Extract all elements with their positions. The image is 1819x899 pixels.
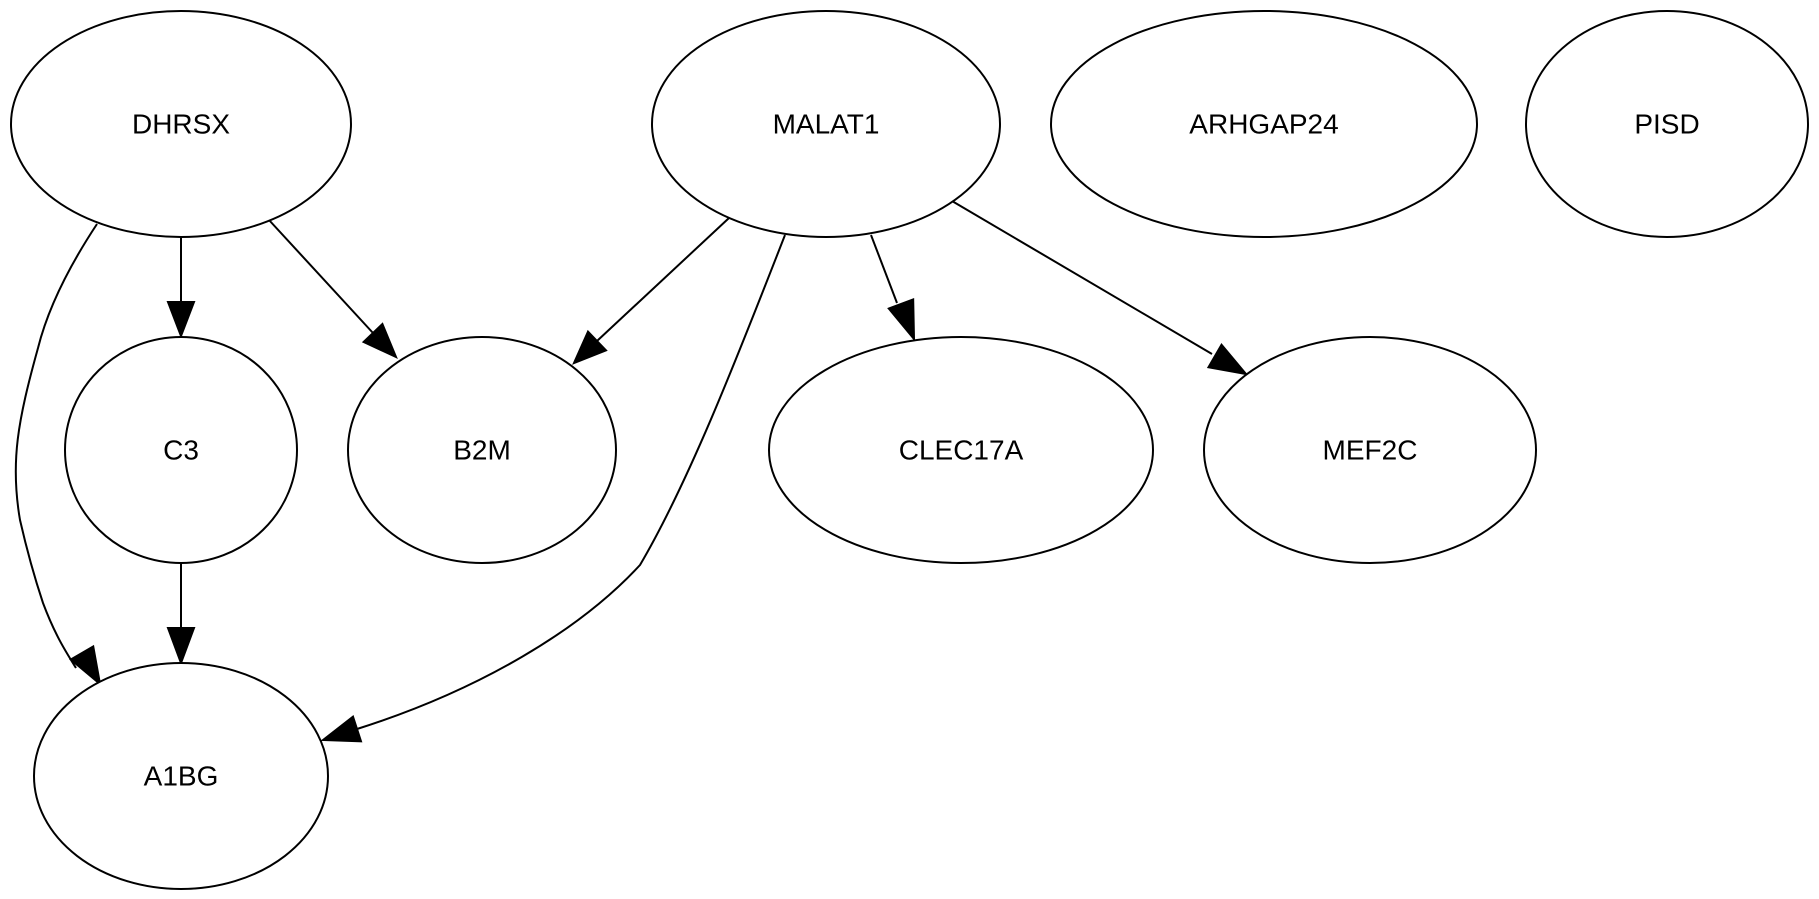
node-b2m: B2M	[347, 336, 617, 564]
node-label: MEF2C	[1323, 435, 1418, 466]
node-ellipse	[1203, 336, 1537, 564]
edge-malat1-to-mef2c	[951, 200, 1249, 376]
node-ellipse	[1525, 10, 1809, 238]
node-label: PISD	[1634, 109, 1699, 140]
arrowhead	[166, 301, 196, 339]
node-ellipse	[64, 336, 298, 564]
node-ellipse	[651, 10, 1001, 238]
arrowhead	[1206, 343, 1249, 376]
edge-malat1-to-clec17a	[870, 234, 916, 342]
node-label: ARHGAP24	[1189, 109, 1338, 140]
arrowhead	[887, 298, 916, 342]
node-label: C3	[163, 435, 199, 466]
node-a1bg: A1BG	[33, 662, 329, 890]
edge-line	[356, 234, 786, 730]
node-ellipse	[33, 662, 329, 890]
arrowhead	[361, 322, 398, 359]
edge-malat1-to-a1bg	[320, 234, 786, 743]
node-label: DHRSX	[132, 109, 230, 140]
node-dhrsx: DHRSX	[10, 10, 352, 238]
node-malat1: MALAT1	[651, 10, 1001, 238]
node-pisd: PISD	[1525, 10, 1809, 238]
arrowhead	[166, 627, 196, 666]
arrowhead	[320, 714, 363, 743]
edge-line	[951, 200, 1213, 355]
edge-dhrsx-to-c3	[166, 237, 196, 339]
node-ellipse	[768, 336, 1154, 564]
edge-dhrsx-to-b2m	[268, 219, 398, 359]
edge-line	[870, 234, 898, 304]
edge-line	[596, 217, 730, 342]
node-label: B2M	[453, 435, 511, 466]
edge-c3-to-a1bg	[166, 563, 196, 666]
edges-layer	[14, 200, 1249, 743]
arrowhead	[572, 329, 608, 365]
node-ellipse	[1050, 10, 1478, 238]
edge-dhrsx-to-a1bg	[14, 223, 102, 687]
node-clec17a: CLEC17A	[768, 336, 1154, 564]
edge-malat1-to-b2m	[572, 217, 730, 365]
node-ellipse	[10, 10, 352, 238]
edge-line	[268, 219, 374, 334]
arrowhead	[69, 644, 102, 687]
edge-line	[14, 223, 98, 669]
nodes-layer: DHRSX MALAT1 ARHGAP24 PISD C3 B2M CLEC17A MEF2C…	[10, 10, 1809, 890]
node-label: MALAT1	[773, 109, 880, 140]
node-label: CLEC17A	[899, 435, 1024, 466]
node-mef2c: MEF2C	[1203, 336, 1537, 564]
node-label: A1BG	[144, 761, 219, 792]
node-ellipse	[347, 336, 617, 564]
node-c3: C3	[64, 336, 298, 564]
node-arhgap24: ARHGAP24	[1050, 10, 1478, 238]
